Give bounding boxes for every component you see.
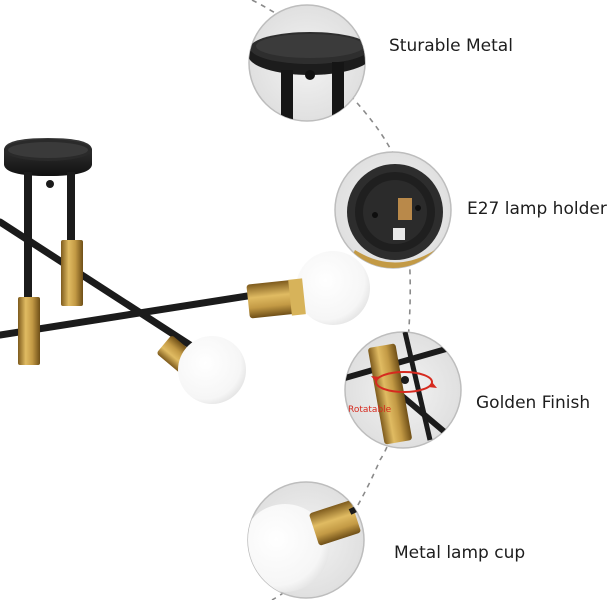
light-bulb — [296, 251, 370, 325]
feature-label-holder: E27 lamp holder — [467, 199, 607, 219]
light-bulb — [178, 336, 246, 404]
detail-circle-metal — [248, 4, 366, 122]
chandelier — [0, 138, 370, 404]
brass-cup — [18, 297, 40, 365]
feature-label-cup: Metal lamp cup — [394, 543, 526, 563]
feature-label-golden: Golden Finish — [476, 393, 591, 413]
brass-cup — [61, 240, 83, 306]
rotatable-label: Rotatable — [348, 405, 392, 415]
feature-label-metal: Sturable Metal — [389, 36, 513, 56]
detail-circle-cup — [247, 481, 365, 599]
detail-circle-golden: Rotatable — [344, 331, 462, 449]
detail-circle-holder — [334, 151, 452, 269]
